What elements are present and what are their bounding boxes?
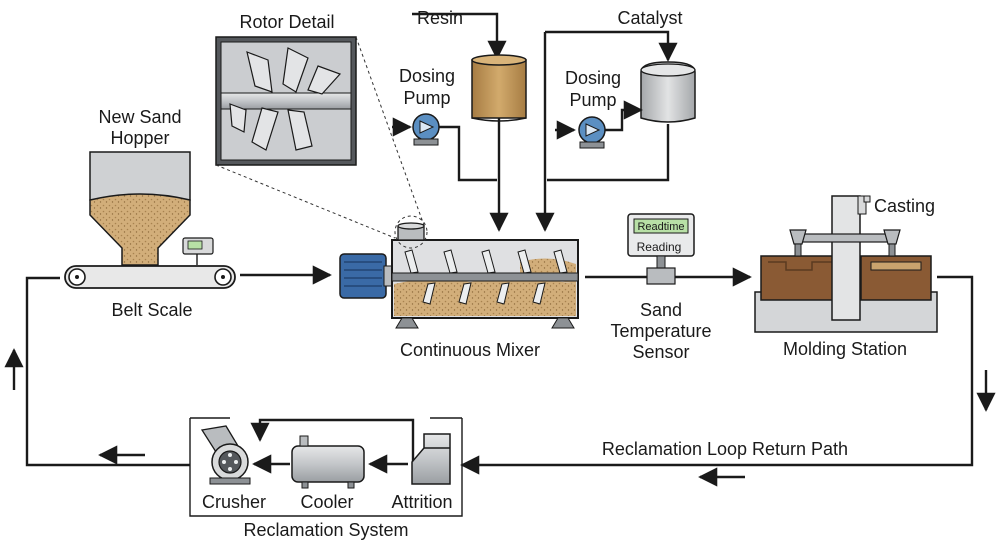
casting-icon	[857, 195, 871, 215]
casting-label: Casting	[874, 196, 935, 216]
return-path-label: Reclamation Loop Return Path	[602, 439, 848, 459]
dosing-pump-1-label-2: Pump	[403, 88, 450, 108]
sensor-display-bottom: Reading	[637, 240, 682, 254]
reclamation-system-label: Reclamation System	[243, 520, 408, 540]
attrition-to-crusher-loop	[250, 418, 415, 462]
new-sand-hopper	[89, 151, 191, 266]
dosing-pump-1	[412, 113, 440, 146]
resin-tank	[471, 54, 527, 122]
catalyst-to-mixer-arrow	[545, 30, 590, 230]
molding-station-label: Molding Station	[783, 339, 907, 359]
sensor-label-2: Temperature	[610, 321, 711, 341]
sensor-label-3: Sensor	[632, 342, 689, 362]
catalyst-label: Catalyst	[617, 8, 682, 28]
new-sand-hopper-label-1: New Sand	[98, 107, 181, 127]
sensor-label-1: Sand	[640, 300, 682, 320]
scale-display	[182, 237, 214, 265]
crusher-label: Crusher	[202, 492, 266, 512]
new-sand-hopper-label-2: Hopper	[110, 128, 169, 148]
attrition-label: Attrition	[391, 492, 452, 512]
continuous-mixer-label: Continuous Mixer	[400, 340, 540, 360]
sensor-display-top: Readtime	[637, 221, 684, 233]
molding-station	[754, 195, 938, 333]
dosing-pump-2	[578, 116, 606, 149]
catalyst-tank	[640, 61, 696, 123]
mixer-motor	[339, 253, 395, 299]
belt-scale-label: Belt Scale	[111, 300, 192, 320]
dosing-pump-2-label-1: Dosing	[565, 68, 621, 88]
zoom-line-1	[215, 164, 396, 239]
resin-feed-arrow	[412, 12, 507, 60]
cooler-label: Cooler	[300, 492, 353, 512]
left-return-line	[25, 276, 190, 467]
catalyst-feed-arrow	[590, 30, 678, 62]
cooler-icon	[291, 435, 365, 489]
rotor-detail-label: Rotor Detail	[239, 12, 334, 32]
dosing-pump-1-label-1: Dosing	[399, 66, 455, 86]
reclamation-system	[189, 417, 463, 517]
pump2-to-tank-arrow	[605, 100, 643, 132]
molding-return-line	[460, 275, 974, 475]
rotor-detail-inset	[215, 36, 357, 166]
temperature-sensor: Readtime Reading	[627, 213, 695, 285]
crusher-icon	[200, 425, 251, 485]
catalyst-tank-to-line	[547, 124, 670, 182]
mixer-trough	[391, 215, 579, 329]
belt-conveyor	[64, 265, 236, 289]
resin-label: Resin	[417, 8, 463, 28]
dosing-pump-2-label-2: Pump	[569, 90, 616, 110]
pump1-to-mixer-line	[439, 125, 497, 182]
zoom-line-2	[355, 36, 426, 229]
attrition-icon	[411, 433, 451, 485]
